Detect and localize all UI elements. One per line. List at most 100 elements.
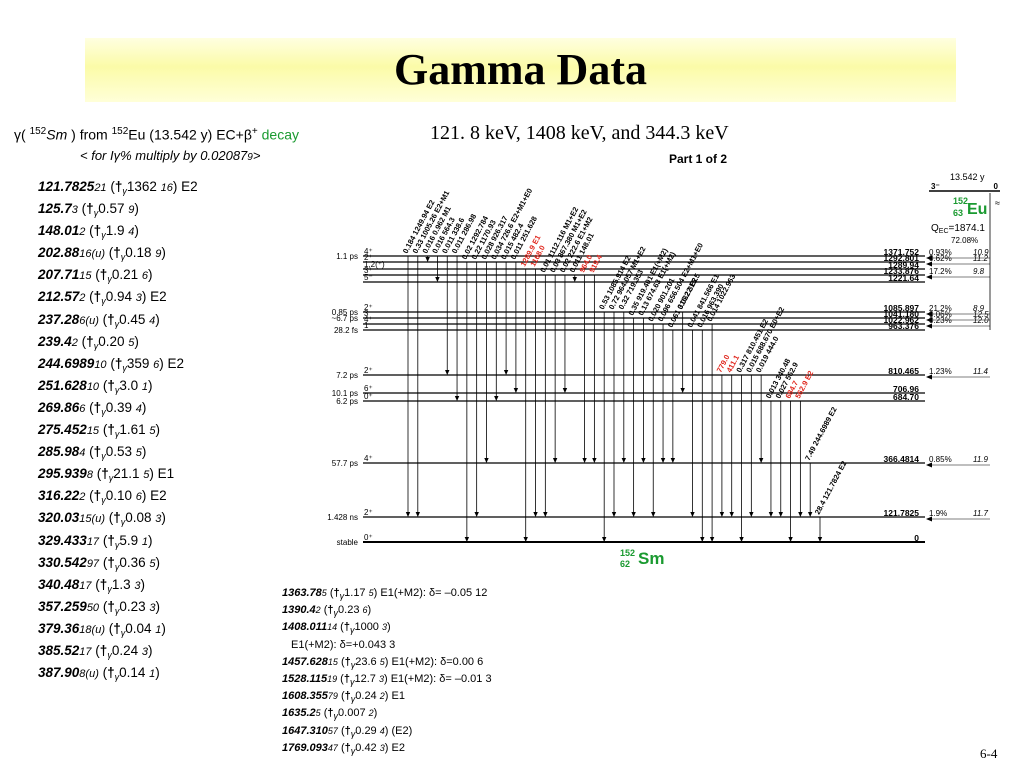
intensity-uncertainty: 3	[134, 579, 141, 592]
level-spin: 4⁺	[364, 454, 373, 463]
gamma-energy: 269.86	[38, 399, 80, 415]
gamma-subscript: γ	[101, 230, 106, 241]
gamma-line: 1363.785 (†γ1.17 5) E1(+M2): δ= –0.05 12	[282, 587, 488, 601]
gamma-line: 237.286(u) (†γ0.45 4)	[38, 311, 160, 329]
energy-uncertainty: 16(u)	[79, 248, 105, 261]
gamma-intensity: 1.9	[105, 223, 125, 239]
gamma-line: 212.572 (†γ0.94 3) E2	[38, 289, 167, 307]
level-halflife: 57.7 ps	[332, 459, 358, 468]
intensity-uncertainty: 5	[128, 336, 135, 349]
parent-halflife: 13.542 y	[950, 172, 985, 182]
level-spin: 2⁺	[364, 366, 373, 375]
level-halflife: ~6.7 ps	[332, 314, 358, 323]
level-spin: 3⁺	[364, 266, 373, 275]
dagger-symbol: †	[107, 422, 115, 438]
gamma-intensity: 3.0	[119, 377, 139, 393]
dagger-symbol: †	[344, 655, 351, 668]
dagger-symbol: †	[99, 642, 108, 658]
energy-uncertainty: 21	[94, 182, 107, 194]
gamma-line: 1528.11519 (†γ12.7 3) E1(+M2): δ= –0.01 …	[282, 672, 492, 687]
level-spin: 4⁺	[364, 247, 373, 256]
gamma-intensity: 0.007	[338, 707, 366, 720]
gamma-line: 295.9398 (†γ21.1 5) E1	[38, 466, 175, 484]
intensity-uncertainty: 3	[382, 622, 388, 633]
intensity-uncertainty: 4	[135, 402, 142, 415]
branch-percent: 0.62%	[929, 254, 952, 263]
part-label: Part 1 of 2	[669, 152, 728, 166]
gamma-intensity: 359	[126, 355, 150, 371]
level-energy: 1085.897	[884, 303, 920, 313]
gamma-intensity: 5.9	[119, 532, 139, 548]
energy-uncertainty: 15	[327, 656, 338, 667]
gamma-subscript: γ	[333, 608, 339, 619]
gamma-subscript: γ	[120, 627, 126, 638]
gamma-multipolarity: E1(+M2): δ=0.00 6	[391, 655, 484, 668]
gamma-transition: 0.015 688.670 E0+E2	[744, 305, 786, 517]
gamma-subscript: γ	[114, 672, 120, 683]
dagger-symbol: †	[333, 587, 340, 599]
dagger-symbol: †	[344, 724, 351, 737]
gamma-subscript: γ	[114, 605, 120, 616]
gamma-intensity: 21.1	[113, 466, 140, 482]
energy-uncertainty: 5	[315, 708, 321, 719]
dagger-symbol: †	[107, 665, 115, 681]
gamma-multipolarity: E2	[391, 741, 405, 754]
page-title: Gamma Data	[394, 45, 647, 94]
level-spin: 2⁺	[364, 508, 373, 517]
gamma-line: 285.984 (†γ0.53 5)	[38, 444, 147, 462]
gamma-subscript: γ	[339, 591, 345, 601]
gamma-subscript: γ	[107, 649, 112, 660]
parent-energy: 0	[994, 182, 999, 191]
energy-uncertainty: 79	[327, 691, 338, 702]
gamma-line: 316.222 (†γ0.10 6) E2	[38, 488, 167, 506]
gamma-energy: 275.452	[38, 422, 87, 438]
gamma-intensity: 0.04	[125, 620, 152, 636]
gamma-prefix: γ(	[14, 126, 26, 143]
level-energy: 0	[914, 533, 919, 543]
branch-percent: 17.2%	[929, 267, 952, 276]
gamma-subscript: γ	[107, 274, 112, 285]
gamma-intensity: 0.29	[355, 724, 377, 737]
gamma-line: 244.698910 (†γ359 6) E2	[38, 355, 185, 373]
energy-uncertainty: 8(u)	[79, 668, 99, 681]
intensity-uncertainty: 1	[149, 668, 156, 681]
log-ft: 9.8	[973, 267, 985, 276]
gamma-subscript: γ	[350, 728, 356, 739]
dagger-symbol: †	[114, 179, 123, 194]
ec-percent: 72.08%	[951, 236, 978, 245]
gamma-intensity: 0.24	[111, 642, 139, 658]
gamma-transition: 28.4 121.7824 E2	[813, 459, 849, 542]
intensity-uncertainty: 5	[143, 469, 150, 482]
gamma-energy: 239.4	[38, 333, 72, 349]
gamma-transition: 0.014 1022.963	[705, 273, 737, 542]
energy-uncertainty: 2	[315, 605, 321, 616]
gamma-line: 329.43317 (†γ5.9 1)	[38, 532, 153, 550]
energy-uncertainty: 10	[86, 380, 100, 393]
gamma-multipolarity: (E2)	[391, 724, 413, 737]
gamma-transition: 411.1	[725, 354, 741, 517]
title-bar: Gamma Data	[85, 38, 956, 102]
energy-uncertainty: 6(u)	[79, 314, 99, 327]
branch-percent: 21.2%	[929, 304, 952, 313]
energy-uncertainty: 8	[86, 469, 93, 482]
level-halflife: stable	[337, 538, 359, 547]
intensity-uncertainty: 1	[141, 380, 148, 393]
gamma-intensity: 1.3	[111, 576, 131, 592]
gamma-subscript: γ	[101, 406, 106, 417]
gamma-line: 357.25950 (†γ0.23 3)	[38, 598, 160, 616]
gamma-energy: 330.542	[38, 554, 87, 570]
level-energy: 810.465	[888, 366, 919, 376]
intensity-uncertainty: 5	[368, 588, 374, 598]
gamma-subscript: γ	[122, 186, 127, 196]
gamma-energy: 1390.4	[282, 604, 316, 617]
gamma-intensity: 0.94	[105, 289, 132, 305]
level-spin: 2⁺	[364, 303, 373, 312]
energy-uncertainty: 50	[86, 601, 100, 614]
level-energy: 1292.801	[884, 253, 920, 263]
level-spin: 1⁻	[364, 321, 373, 330]
gamma-subscript: γ	[101, 451, 106, 462]
intensity-uncertainty: 9	[128, 204, 135, 217]
